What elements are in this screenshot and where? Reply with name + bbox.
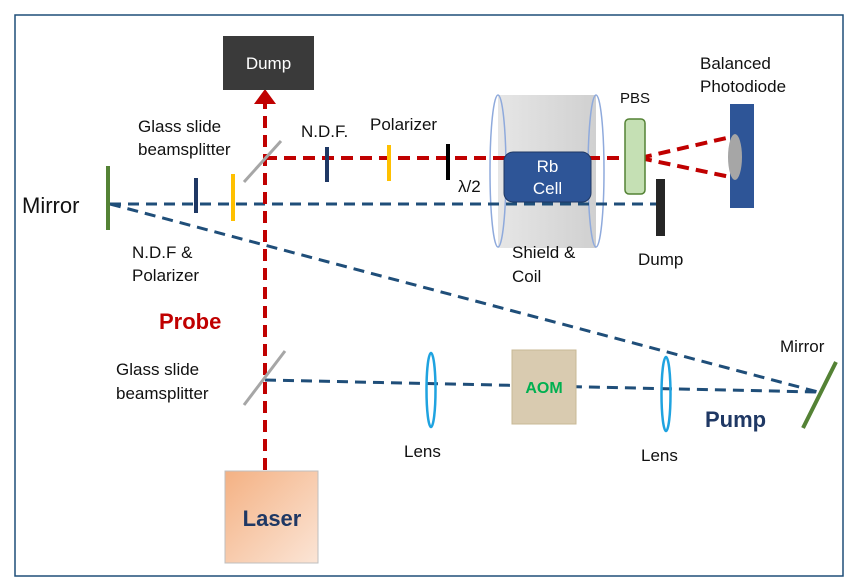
probe-label: Probe [159,309,221,334]
photodiode-sensor [728,134,742,180]
pbs-label: PBS [620,90,650,107]
balanced-photodiode-label-line1: Balanced [700,54,771,73]
glass-slide-bottom-label-line1: Glass slide [116,360,199,379]
lambda-half-label: λ/2 [458,177,481,196]
laser [224,470,319,564]
probe-arrowhead [254,89,276,104]
diagram-frame [14,14,844,577]
rb-cell-label-line1: Rb [537,157,559,176]
ndf-top-label: N.D.F. [301,122,348,141]
glass-slide-beamsplitter-bottom [242,350,287,406]
mirror-left-label: Mirror [22,193,79,218]
dump-top [223,36,314,90]
mirror-right-label: Mirror [780,337,825,356]
glass-slide-top-label-line1: Glass slide [138,117,221,136]
lens-right [660,355,672,433]
polarizer-label: Polarizer [370,115,437,134]
dump-right [656,179,665,236]
ndf-polarizer-label-line1: N.D.F & [132,243,193,262]
aom [511,349,577,425]
shield-coil-label-line1: Shield & [512,243,576,262]
balanced-photodiode-label-line2: Photodiode [700,77,786,96]
glass-slide-beamsplitter-top [242,139,283,184]
dump-top-label: Dump [246,54,291,73]
dump-right-label: Dump [638,250,683,269]
glass-slide-top-label-line2: beamsplitter [138,140,231,159]
rb-cell-label-line2: Cell [533,179,562,198]
pump-beam [109,202,819,394]
glass-slide-bottom-label-line2: beamsplitter [116,384,209,403]
lens-left-label: Lens [404,442,441,461]
laser-label: Laser [243,506,302,531]
aom-label: AOM [525,380,562,397]
rb-cell [503,151,592,203]
lens-left [425,351,437,429]
mirror-right [801,361,838,429]
pbs [624,118,646,195]
ndf-polarizer-label-line2: Polarizer [132,266,199,285]
shield-coil-label-line2: Coil [512,267,541,286]
probe-beam [263,103,736,470]
pump-label: Pump [705,407,766,432]
lens-right-label: Lens [641,446,678,465]
